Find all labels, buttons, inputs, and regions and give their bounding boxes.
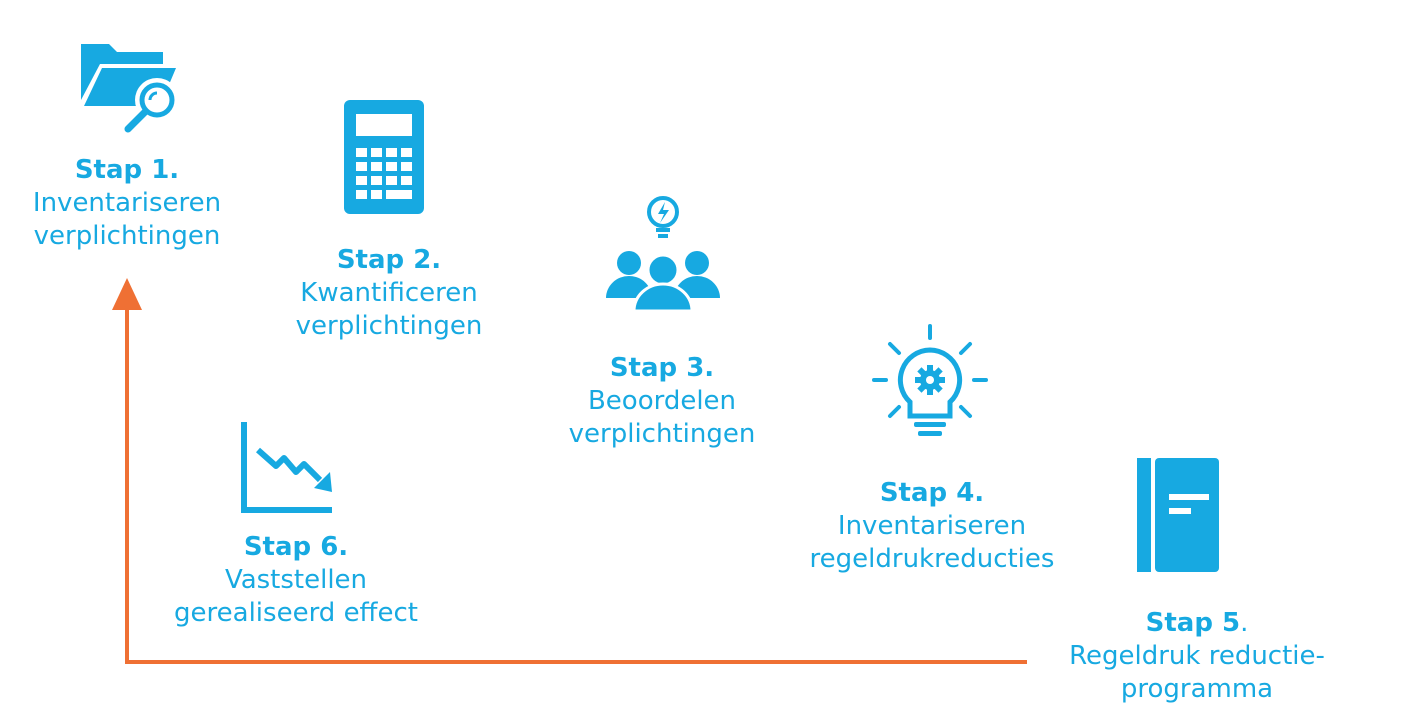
step-text-line: Vaststellen bbox=[224, 565, 368, 595]
step-1-label: Stap 1. Inventariseren verplichtingen bbox=[0, 154, 254, 253]
step-text-line: Regeldruk reductie- bbox=[1069, 641, 1325, 671]
step-2-label: Stap 2. Kwantificeren verplichtingen bbox=[264, 244, 514, 343]
step-text-line: programma bbox=[1120, 674, 1274, 704]
declining-chart-icon bbox=[241, 422, 332, 513]
book-icon bbox=[1137, 458, 1219, 572]
feedback-arrow-line bbox=[125, 300, 1027, 664]
step-title: Stap 3. bbox=[609, 353, 715, 383]
step-6-label: Stap 6. Vaststellen gerealiseerd effect bbox=[146, 531, 446, 630]
step-text-line: gerealiseerd effect bbox=[174, 598, 418, 628]
step-5-label: Stap 5. Regeldruk reductie- programma bbox=[1044, 607, 1350, 706]
step-3-label: Stap 3. Beoordelen verplichtingen bbox=[537, 352, 787, 451]
team-idea-icon bbox=[606, 196, 720, 312]
step-title: Stap 5 bbox=[1145, 608, 1241, 638]
step-text-line: Kwantificeren bbox=[300, 278, 478, 308]
step-text-line: verplichtingen bbox=[33, 221, 221, 251]
step-title: Stap 2. bbox=[336, 245, 442, 275]
step-title: Stap 4. bbox=[879, 478, 985, 508]
step-title-suffix: . bbox=[1240, 608, 1249, 638]
step-text-line: verplichtingen bbox=[568, 419, 756, 449]
step-title: Stap 6. bbox=[243, 532, 349, 562]
step-4-label: Stap 4. Inventariseren regeldrukreductie… bbox=[784, 477, 1080, 576]
step-text-line: regeldrukreducties bbox=[809, 544, 1055, 574]
step-text-line: verplichtingen bbox=[295, 311, 483, 341]
step-text-line: Beoordelen bbox=[587, 386, 737, 416]
feedback-arrow-head bbox=[112, 278, 142, 310]
lightbulb-gear-icon bbox=[872, 324, 988, 436]
calculator-icon bbox=[344, 100, 424, 214]
step-text-line: Inventariseren bbox=[837, 511, 1027, 541]
step-title: Stap 1. bbox=[74, 155, 180, 185]
step-text-line: Inventariseren bbox=[32, 188, 222, 218]
folder-search-icon bbox=[81, 44, 179, 133]
